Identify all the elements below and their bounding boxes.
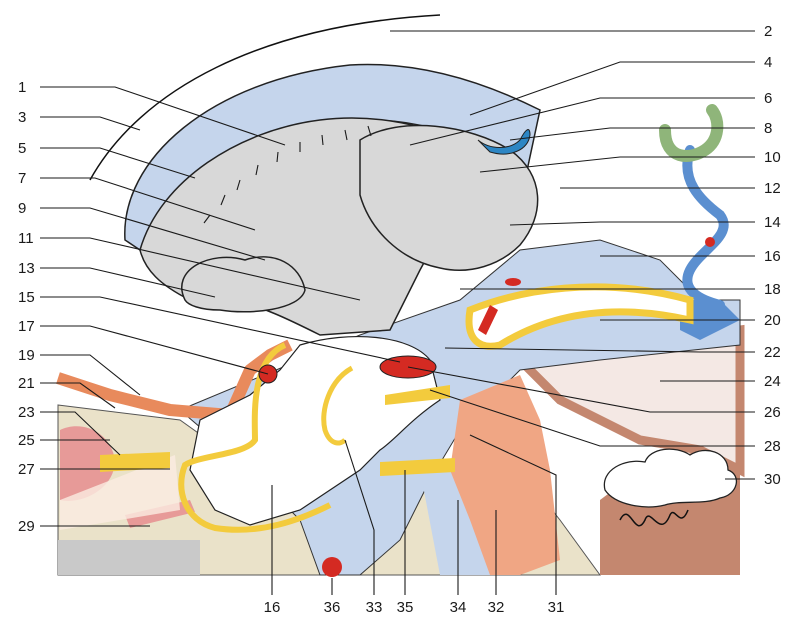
label-labels_bottom-16: 16 bbox=[264, 599, 281, 616]
label-labels_left-13: 13 bbox=[18, 260, 35, 277]
label-labels_right-14: 14 bbox=[764, 214, 781, 231]
label-labels_bottom-32: 32 bbox=[488, 599, 505, 616]
label-labels_left-25: 25 bbox=[18, 432, 35, 449]
red-vessel-36 bbox=[322, 557, 342, 577]
label-labels_right-10: 10 bbox=[764, 149, 781, 166]
label-labels_right-8: 8 bbox=[764, 120, 772, 137]
label-labels_right-28: 28 bbox=[764, 438, 781, 455]
label-labels_left-19: 19 bbox=[18, 347, 35, 364]
label-labels_left-21: 21 bbox=[18, 375, 35, 392]
label-labels_left-7: 7 bbox=[18, 170, 26, 187]
label-labels_left-1: 1 bbox=[18, 79, 26, 96]
label-labels_left-3: 3 bbox=[18, 109, 26, 126]
label-labels_left-5: 5 bbox=[18, 140, 26, 157]
label-labels_right-26: 26 bbox=[764, 404, 781, 421]
label-labels_right-22: 22 bbox=[764, 344, 781, 361]
label-labels_left-17: 17 bbox=[18, 318, 35, 335]
cloud-30 bbox=[604, 449, 736, 507]
label-labels_left-15: 15 bbox=[18, 289, 35, 306]
label-labels_right-4: 4 bbox=[764, 54, 772, 71]
label-labels_bottom-31: 31 bbox=[548, 599, 565, 616]
red-vessel-14 bbox=[505, 278, 521, 286]
red-dot-16 bbox=[705, 237, 715, 247]
label-labels_right-20: 20 bbox=[764, 312, 781, 329]
gray-matter-small bbox=[182, 257, 305, 312]
label-labels_left-27: 27 bbox=[18, 461, 35, 478]
vein-right bbox=[687, 150, 723, 305]
label-labels_right-18: 18 bbox=[764, 281, 781, 298]
label-labels_right-30: 30 bbox=[764, 471, 781, 488]
label-labels_right-2: 2 bbox=[764, 23, 772, 40]
label-labels_right-24: 24 bbox=[764, 373, 781, 390]
label-labels_right-12: 12 bbox=[764, 180, 781, 197]
label-labels_left-9: 9 bbox=[18, 200, 26, 217]
label-labels_bottom-34: 34 bbox=[450, 599, 467, 616]
bottom-labels: 16 36 33 35 34 32 31 bbox=[264, 599, 565, 616]
gray-block bbox=[58, 540, 200, 575]
label-labels_right-16: 16 bbox=[764, 248, 781, 265]
label-labels_left-29: 29 bbox=[18, 518, 35, 535]
label-labels_bottom-33: 33 bbox=[366, 599, 383, 616]
label-labels_left-11: 11 bbox=[18, 230, 34, 247]
label-labels_bottom-36: 36 bbox=[324, 599, 341, 616]
label-labels_left-23: 23 bbox=[18, 404, 35, 421]
label-labels_bottom-35: 35 bbox=[397, 599, 414, 616]
label-labels_right-6: 6 bbox=[764, 90, 772, 107]
